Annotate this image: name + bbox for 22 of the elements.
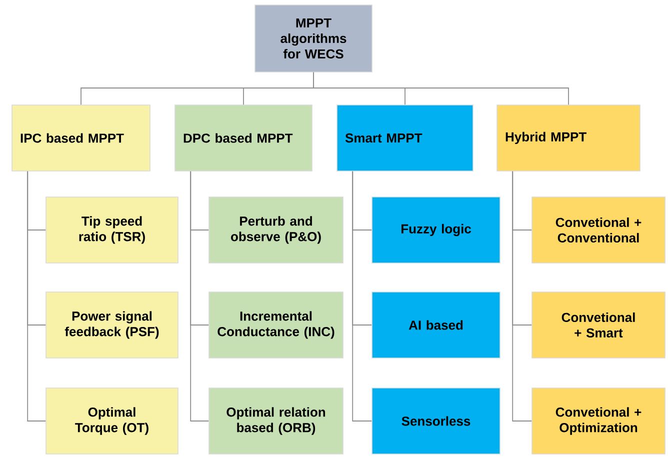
connector-line <box>27 170 46 422</box>
method-box: Optimal relation based (ORB) <box>208 388 344 454</box>
method-box: AI based <box>372 292 500 358</box>
connector-line <box>313 72 569 106</box>
category-box: DPC based MPPT <box>174 104 312 172</box>
method-box: Convetional + Optimization <box>532 388 666 454</box>
category-box: IPC based MPPT <box>12 104 150 172</box>
method-box: Perturb and observe (P&O) <box>208 196 344 264</box>
root-box: MPPT algorithms for WECS <box>254 4 372 72</box>
method-box: Power signal feedback (PSF) <box>46 292 178 358</box>
connector-line <box>352 170 372 422</box>
method-box: Incremental Conductance (INC) <box>208 292 344 358</box>
method-box: Sensorless <box>372 388 500 454</box>
method-box: Tip speed ratio (TSR) <box>46 196 178 264</box>
method-box: Convetional + Conventional <box>532 196 666 264</box>
category-box: Hybrid MPPT <box>496 104 640 172</box>
connector-line <box>512 170 532 422</box>
connector-line <box>190 170 210 422</box>
method-box: Optimal Torque (OT) <box>46 388 178 454</box>
method-box: Fuzzy logic <box>372 196 500 264</box>
method-box: Convetional + Smart <box>532 292 666 358</box>
category-box: Smart MPPT <box>336 104 474 172</box>
